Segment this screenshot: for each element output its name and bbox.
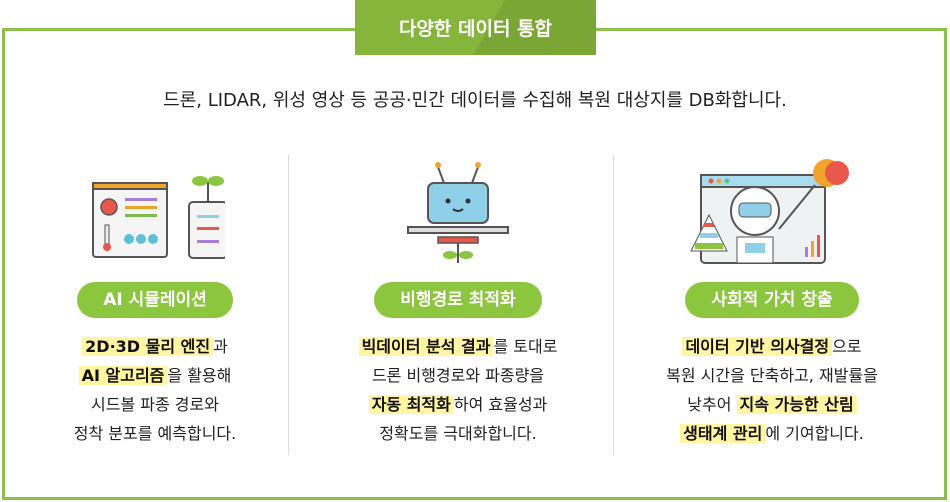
- drone-robot-icon: [303, 150, 613, 270]
- column-divider: [613, 155, 614, 455]
- description-line: 복원 시간을 단축하고, 재발률을: [617, 361, 927, 390]
- highlighted-text: 생태계 관리: [680, 424, 766, 443]
- text-segment: 으로: [832, 337, 862, 356]
- text-segment: 을 활용해: [167, 366, 232, 385]
- highlighted-text: 지속 가능한 산림: [736, 395, 857, 414]
- column-divider: [288, 155, 289, 455]
- flight-path-badge: 비행경로 최적화: [374, 282, 542, 318]
- highlighted-text: 빅데이터 분석 결과: [358, 337, 494, 356]
- text-segment: 를 토대로: [493, 337, 558, 356]
- description-line: 드론 비행경로와 파종량을: [303, 361, 613, 390]
- text-segment: 복원 시간을 단축하고, 재발률을: [666, 366, 878, 385]
- social-value-badge: 사회적 가치 창출: [685, 282, 859, 318]
- description-line: 정착 분포를 예측합니다.: [0, 419, 310, 448]
- highlighted-text: 자동 최적화: [368, 395, 454, 414]
- description-line: 시드볼 파종 경로와: [0, 390, 310, 419]
- text-segment: 시드볼 파종 경로와: [91, 395, 219, 414]
- text-segment: 하여 효율성과: [453, 395, 548, 414]
- ai-simulation-badge: AI 시뮬레이션: [77, 282, 233, 318]
- highlighted-text: 데이터 기반 의사결정: [682, 337, 833, 356]
- description-line: 정확도를 극대화합니다.: [303, 419, 613, 448]
- text-segment: 낮추어: [687, 395, 737, 414]
- text-segment: 과: [213, 337, 228, 356]
- description-line: 낮추어 지속 가능한 산림: [617, 390, 927, 419]
- text-segment: 에 기여합니다.: [765, 424, 864, 443]
- highlighted-text: AI 알고리즘: [78, 366, 168, 385]
- text-segment: 드론 비행경로와 파종량을: [371, 366, 545, 385]
- robot-brain-icon: [617, 150, 927, 270]
- intro-text: 드론, LIDAR, 위성 영상 등 공공·민간 데이터를 수집해 복원 대상지…: [163, 90, 787, 111]
- section-title-tab: 다양한 데이터 통합: [355, 0, 596, 55]
- text-segment: 정착 분포를 예측합니다.: [73, 424, 237, 443]
- highlighted-text: 2D·3D 물리 엔진: [82, 337, 214, 356]
- text-segment: 정확도를 극대화합니다.: [379, 424, 537, 443]
- dashboard-plant-icon: [0, 150, 310, 270]
